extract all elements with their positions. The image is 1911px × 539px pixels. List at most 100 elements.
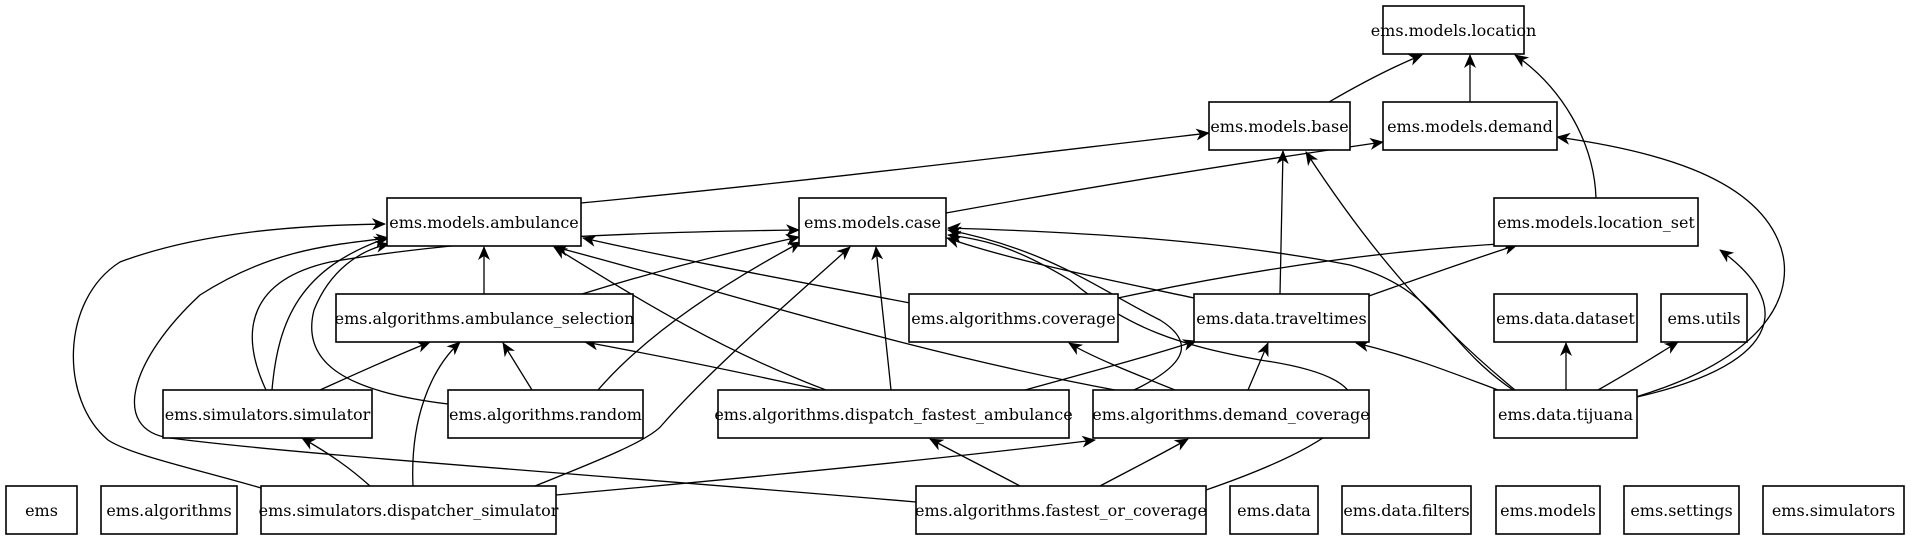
edge-ems-simulators-dispatcher-simulator-to-ems-algorithms-ambulance-selection [412,341,461,487]
node-label: ems.algorithms.fastest_or_coverage [915,501,1207,520]
node-label: ems [25,501,58,520]
node-label: ems.models.demand [1387,117,1553,136]
node-ems-models-location[interactable]: ems.models.location [1371,5,1537,55]
node-box [915,485,1207,535]
node-label: ems.algorithms.coverage [911,309,1115,328]
edge-ems-algorithms-coverage-to-ems-models-ambulance [582,235,911,304]
node-label: ems.simulators.dispatcher_simulator [259,501,559,520]
edge-ems-algorithms-demand-coverage-to-ems-models-ambulance [554,244,1116,391]
node-label: ems.models.case [804,213,941,232]
node-ems-simulators-simulator[interactable]: ems.simulators.simulator [162,389,373,439]
node-box [1762,485,1905,535]
edge-ems-models-base-to-ems-models-location [1328,54,1423,103]
edge-ems-data-tijuana-to-ems-models-demand [1556,132,1786,401]
edge-ems-algorithms-fastest-or-coverage-to-ems-algorithms-demand-coverage [1099,438,1189,487]
node-ems-algorithms-demand-coverage[interactable]: ems.algorithms.demand_coverage [1092,389,1370,439]
node-box [447,389,644,439]
edge-ems-simulators-dispatcher-simulator-to-ems-algorithms-demand-coverage [555,435,1096,496]
node-ems-algorithms[interactable]: ems.algorithms [100,485,238,535]
node-box [1341,485,1472,535]
node-box [335,293,634,343]
edge-ems-algorithms-fastest-or-coverage-to-ems-algorithms-dispatch-fastest-ambulance [929,438,1021,487]
edge-ems-algorithms-random-to-ems-models-case [597,241,802,391]
edge-ems-algorithms-dispatch-fastest-ambulance-to-ems-models-case [871,246,892,391]
edge-ems-data-traveltimes-to-ems-models-base [1276,150,1289,295]
node-box [717,389,1070,439]
edge-ems-data-tijuana-to-ems-data-traveltimes [1355,340,1499,391]
edge-ems-simulators-simulator-to-ems-models-ambulance [271,236,388,391]
edge-ems-models-location-set-to-ems-models-location [1514,54,1597,199]
node-ems-models-location-set[interactable]: ems.models.location_set [1493,197,1699,247]
node-label: ems.models.ambulance [389,213,579,232]
node-ems-algorithms-fastest-or-coverage[interactable]: ems.algorithms.fastest_or_coverage [915,485,1207,535]
node-ems-models-base[interactable]: ems.models.base [1208,101,1351,151]
edge-ems-data-tijuana-to-ems-models-base [1305,151,1516,391]
edge-ems-simulators-dispatcher-simulator-to-ems-models-case [534,246,851,487]
node-box [1229,485,1319,535]
node-label: ems.utils [1667,309,1740,328]
node-box [1382,5,1525,55]
node-ems-data-dataset[interactable]: ems.data.dataset [1493,293,1638,343]
node-box [386,197,582,247]
node-label: ems.data.tijuana [1498,405,1633,424]
edges-layer [72,54,1786,503]
node-box [1208,101,1351,151]
node-label: ems.settings [1630,501,1732,520]
node-label: ems.simulators [1772,501,1895,520]
node-box [1092,389,1370,439]
node-label: ems.data.traveltimes [1196,309,1366,328]
node-box [162,389,373,439]
node-ems-data[interactable]: ems.data [1229,485,1319,535]
edge-ems-algorithms-dispatch-fastest-ambulance-to-ems-algorithms-ambulance-selection [584,338,821,391]
node-box [1623,485,1740,535]
node-ems-data-tijuana[interactable]: ems.data.tijuana [1493,389,1638,439]
nodes-layer: ems.models.location ems.models.base ems.mo… [5,5,1905,535]
node-box [908,293,1119,343]
node-box [1493,197,1699,247]
node-label: ems.data [1237,501,1311,520]
edge-ems-data-traveltimes-to-ems-models-location-set [1368,243,1518,297]
edge-ems-models-case-to-ems-models-demand [945,137,1384,214]
edge-ems-algorithms-fastest-or-coverage-to-ems-models-case [947,230,1353,491]
node-label: ems.data.dataset [1496,309,1635,328]
node-ems-simulators[interactable]: ems.simulators [1762,485,1905,535]
node-ems[interactable]: ems [5,485,78,535]
node-ems-models-ambulance[interactable]: ems.models.ambulance [386,197,582,247]
edge-ems-simulators-simulator-to-ems-algorithms-ambulance-selection [319,341,431,391]
node-ems-simulators-dispatcher-simulator[interactable]: ems.simulators.dispatcher_simulator [259,485,559,535]
edge-ems-algorithms-coverage-to-ems-models-location-set [1117,237,1518,299]
node-label: ems.models [1500,501,1596,520]
node-ems-models[interactable]: ems.models [1495,485,1601,535]
node-box [5,485,78,535]
edge-ems-algorithms-dispatch-fastest-ambulance-to-ems-data-traveltimes [1024,339,1197,391]
node-box [1660,293,1748,343]
node-ems-models-case[interactable]: ems.models.case [798,197,947,247]
edge-ems-algorithms-demand-coverage-to-ems-algorithms-coverage [1068,342,1176,391]
node-box [100,485,238,535]
node-label: ems.algorithms.random [449,405,642,424]
edge-ems-algorithms-random-to-ems-models-ambulance [311,240,449,405]
edge-ems-algorithms-random-to-ems-algorithms-ambulance-selection [502,342,533,391]
node-ems-settings[interactable]: ems.settings [1623,485,1740,535]
node-box [1493,293,1638,343]
node-ems-utils[interactable]: ems.utils [1660,293,1748,343]
edge-ems-algorithms-fastest-or-coverage-to-ems-models-ambulance [134,233,917,503]
node-ems-data-filters[interactable]: ems.data.filters [1341,485,1472,535]
node-label: ems.algorithms [106,501,231,520]
node-ems-data-traveltimes[interactable]: ems.data.traveltimes [1193,293,1370,343]
node-ems-algorithms-coverage[interactable]: ems.algorithms.coverage [908,293,1119,343]
node-ems-algorithms-dispatch-fastest-ambulance[interactable]: ems.algorithms.dispatch_fastest_ambulanc… [714,389,1073,439]
node-label: ems.models.location_set [1497,213,1695,232]
node-box [1495,485,1601,535]
node-ems-models-demand[interactable]: ems.models.demand [1382,101,1558,151]
node-box [1493,389,1638,439]
edge-ems-simulators-dispatcher-simulator-to-ems-models-ambulance [72,218,386,489]
node-label: ems.algorithms.dispatch_fastest_ambulanc… [714,405,1072,424]
node-ems-algorithms-ambulance-selection[interactable]: ems.algorithms.ambulance_selection [335,293,635,343]
edge-ems-data-tijuana-to-ems-models-location-set [1636,249,1766,398]
edge-ems-data-tijuana-to-ems-utils [1597,341,1679,391]
edge-ems-algorithms-ambulance-selection-to-ems-models-case [581,233,800,295]
node-box [1382,101,1558,151]
node-ems-algorithms-random[interactable]: ems.algorithms.random [447,389,644,439]
